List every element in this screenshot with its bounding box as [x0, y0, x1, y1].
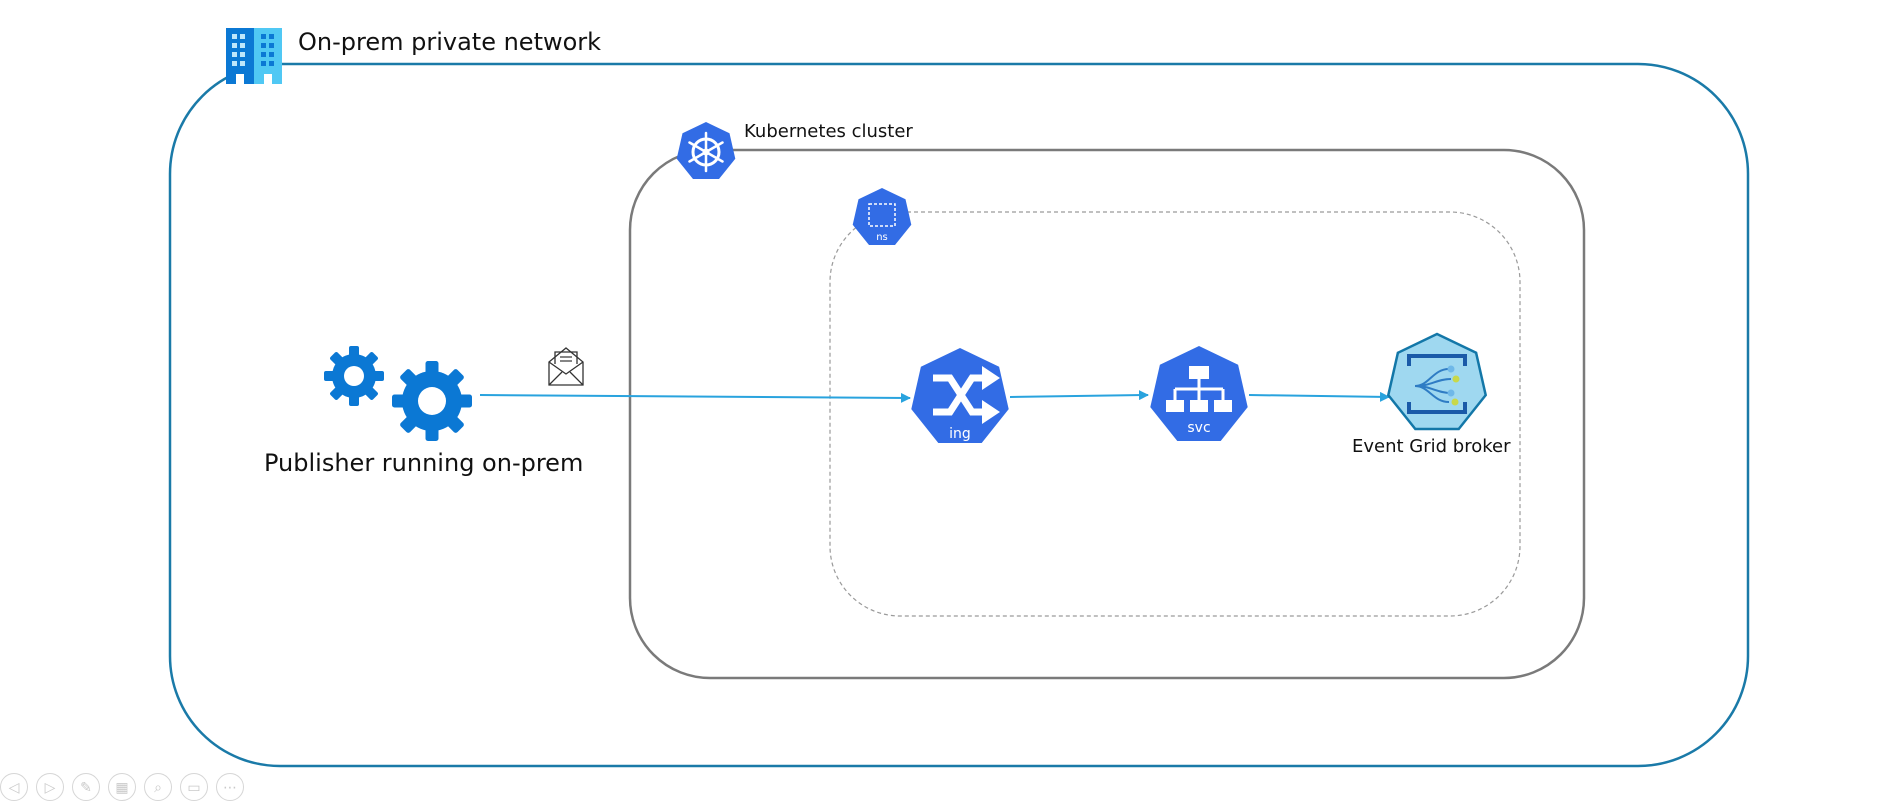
- magnifier-icon: ⌕: [154, 778, 162, 795]
- next-slide-button[interactable]: ▷: [36, 773, 64, 801]
- on-prem-network-boundary: [168, 62, 1750, 768]
- service-icon: svc: [1150, 346, 1248, 441]
- previous-icon: ◁: [8, 778, 20, 795]
- event-grid-broker-label: Event Grid broker: [1352, 436, 1511, 457]
- event-grid-icon: [1386, 332, 1488, 431]
- pen-icon: ✎: [80, 778, 92, 795]
- envelope-icon: [548, 347, 584, 386]
- kubernetes-cluster-boundary: [628, 148, 1586, 680]
- next-icon: ▷: [44, 778, 56, 795]
- pen-tool-button[interactable]: ✎: [72, 773, 100, 801]
- kubernetes-helm-icon: [676, 122, 736, 179]
- more-options-button[interactable]: ⋯: [216, 773, 244, 801]
- zoom-button[interactable]: ⌕: [144, 773, 172, 801]
- namespace-boundary: [829, 211, 1521, 617]
- previous-slide-button[interactable]: ◁: [0, 773, 28, 801]
- kubernetes-cluster-label: Kubernetes cluster: [744, 121, 913, 142]
- subtitles-icon: ▭: [187, 778, 201, 795]
- ingress-icon: ing: [911, 348, 1009, 443]
- publisher-to-ingress-arrow: [479, 392, 911, 403]
- more-icon: ⋯: [223, 778, 237, 795]
- service-icon-label: svc: [1187, 420, 1210, 436]
- ingress-icon-label: ing: [949, 426, 971, 442]
- publisher-label: Publisher running on-prem: [264, 449, 584, 477]
- gears-icon: [324, 346, 472, 441]
- subtitles-button[interactable]: ▭: [180, 773, 208, 801]
- presentation-toolbar: ◁ ▷ ✎ ▦ ⌕ ▭ ⋯: [0, 773, 244, 801]
- service-to-broker-arrow: [1248, 391, 1390, 402]
- see-all-slides-button[interactable]: ▦: [108, 773, 136, 801]
- on-prem-network-label: On-prem private network: [298, 28, 602, 56]
- slides-grid-icon: ▦: [115, 778, 129, 795]
- ingress-to-service-arrow: [1009, 390, 1149, 401]
- building-icon: [226, 28, 282, 84]
- namespace-icon: ns: [852, 188, 912, 245]
- namespace-icon-label: ns: [876, 232, 888, 243]
